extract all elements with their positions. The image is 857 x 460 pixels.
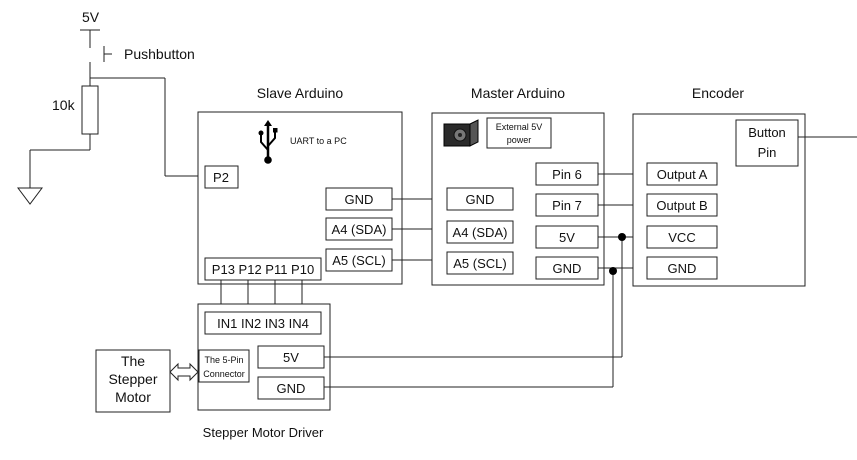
external-power-line2: power <box>507 135 532 145</box>
master-arduino-title: Master Arduino <box>471 85 565 101</box>
master-pin6-label: Pin 6 <box>552 167 582 182</box>
slave-arduino-title: Slave Arduino <box>257 85 344 101</box>
driver-connector-line1: The 5-Pin <box>204 355 243 365</box>
usb-label: UART to a PC <box>290 136 347 146</box>
master-gnd-left-pin <box>446 187 514 211</box>
encoder-output-b-label: Output B <box>656 198 707 213</box>
encoder-gnd <box>646 256 718 280</box>
driver-inputs-label: IN1 IN2 IN3 IN4 <box>217 316 309 331</box>
resistor-10k <box>81 85 99 135</box>
stepper-motor-line2: Stepper <box>108 371 157 387</box>
resistor-label: 10k <box>52 97 76 113</box>
master-gnd-right-label: GND <box>553 261 582 276</box>
junction-5v <box>618 233 626 241</box>
driver-connector <box>198 349 250 383</box>
driver-gnd-pin <box>257 376 325 400</box>
encoder-vcc <box>646 225 718 249</box>
usb-icon <box>258 120 278 164</box>
slave-output-pins <box>204 257 322 281</box>
encoder-output-a-label: Output A <box>657 167 708 182</box>
master-gnd-left-label: GND <box>466 192 495 207</box>
external-power-box <box>486 117 552 149</box>
pushbutton-label: Pushbutton <box>124 46 195 62</box>
stepper-motor-box <box>95 349 171 413</box>
driver-caption: Stepper Motor Driver <box>203 425 324 440</box>
ground-symbol <box>17 187 43 205</box>
stepper-motor-line1: The <box>121 353 145 369</box>
connector-arrow <box>169 362 199 382</box>
master-sda-label: A4 (SDA) <box>453 225 508 240</box>
supply-5v-label: 5V <box>82 9 100 25</box>
driver-connector-line2: Connector <box>203 369 245 379</box>
slave-output-pins-label: P13 P12 P11 P10 <box>212 262 314 277</box>
driver-5v-label: 5V <box>283 350 299 365</box>
encoder-button-pin <box>735 119 799 167</box>
driver-inputs <box>204 311 322 335</box>
encoder-vcc-label: VCC <box>668 230 695 245</box>
master-sda-pin <box>446 220 514 244</box>
master-5v-label: 5V <box>559 230 575 245</box>
encoder-title: Encoder <box>692 85 744 101</box>
slave-p2-pin <box>204 165 239 189</box>
encoder-output-a <box>646 162 718 186</box>
master-pin7-label: Pin 7 <box>552 198 582 213</box>
external-power-line1: External 5V <box>496 122 543 132</box>
encoder-button-line1: Button <box>748 125 786 140</box>
encoder-output-b <box>646 193 718 217</box>
encoder-gnd-label: GND <box>668 261 697 276</box>
encoder-button-line2: Pin <box>758 145 777 160</box>
slave-p2-label: P2 <box>213 170 229 185</box>
stepper-motor-line3: Motor <box>115 389 151 405</box>
dc-jack-icon <box>443 119 479 147</box>
slave-gnd-label: GND <box>345 192 374 207</box>
master-scl-pin <box>446 251 514 275</box>
driver-gnd-label: GND <box>277 381 306 396</box>
master-scl-label: A5 (SCL) <box>453 256 506 271</box>
slave-scl-label: A5 (SCL) <box>332 253 385 268</box>
slave-sda-label: A4 (SDA) <box>332 222 387 237</box>
junction-gnd <box>609 267 617 275</box>
